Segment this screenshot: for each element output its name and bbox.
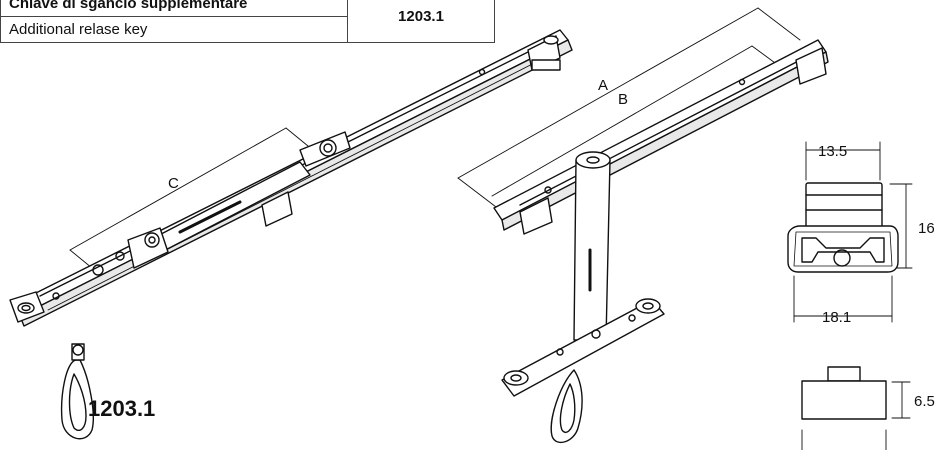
dimension-18-1	[793, 275, 893, 323]
dimension-c-label: C	[168, 175, 179, 192]
left-rail-assembly: C	[9, 29, 573, 327]
dimension-c	[69, 127, 309, 269]
legend-label-english: Additional relase key	[0, 16, 348, 43]
dimension-6-5-label: 6.5	[914, 393, 935, 410]
release-key-right	[550, 369, 583, 444]
dimension-18-1-label: 18.1	[822, 309, 851, 326]
legend-row-italian: Chiave di sgancio supplementare 1203.1	[0, 0, 495, 43]
right-rail-assembly: A B	[457, 7, 829, 397]
dimension-6-5	[891, 381, 911, 419]
dimension-b-label: B	[618, 91, 628, 108]
legend-row-english: Additional relase key	[0, 16, 495, 43]
dimension-13-5-label: 13.5	[818, 143, 847, 160]
small-block-view: 6.5	[801, 366, 935, 450]
dimension-a-label: A	[598, 77, 608, 94]
legend-table: Chiave di sgancio supplementare 1203.1 A…	[0, 0, 495, 43]
dimension-a	[457, 7, 801, 211]
key-label: 1203.1	[88, 396, 155, 421]
dimension-13-5	[805, 141, 881, 181]
legend-label-italian: Chiave di sgancio supplementare	[0, 0, 348, 17]
release-key-left	[60, 343, 94, 440]
legend-code: 1203.1	[347, 0, 495, 43]
dimension-16-label: 16	[918, 220, 935, 237]
profile-section: 13.5 16 18.1	[787, 141, 935, 326]
